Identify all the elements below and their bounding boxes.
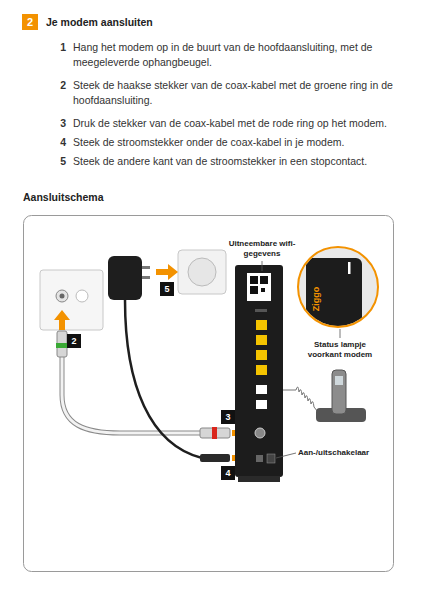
brand-logo: Ziggo [311,279,321,319]
subheading: Aansluitschema [23,190,223,204]
callout-label: Status lampje voorkant modem [298,340,382,360]
step-text: Steek de andere kant van de stroomstekke… [73,154,395,169]
phone-cord [283,387,318,412]
section-title: Je modem aansluiten [46,15,386,29]
step-number: 2 [27,16,33,28]
step-badge: 2 [22,14,38,30]
lan-port [256,335,267,345]
status-lamp [348,262,351,274]
arrow [156,264,178,280]
tel-port [256,385,267,394]
callout-number: 5 [160,282,174,296]
step-text: Hang het modem op in de buurt van de hoo… [73,40,395,70]
power-cable [125,300,202,458]
step-number: 1 [54,40,66,55]
power-socket [178,250,226,294]
callout-number: 2 [67,334,81,348]
phone-handset [332,370,346,414]
power-adapter [108,256,142,300]
power-switch [267,454,275,463]
callout-number: 3 [221,410,235,424]
step-number: 3 [54,116,66,131]
lan-port [256,365,267,375]
step-text: Druk de stekker van de coax-kabel met de… [73,116,395,131]
step-number: 4 [54,135,66,150]
step-number: 2 [54,78,66,93]
power-port [256,455,263,462]
step-number: 5 [54,154,66,169]
step-text: Steek de haakse stekker van de coax-kabe… [73,78,395,108]
lan-port [256,350,267,360]
arrow [54,310,70,330]
callout-number: 4 [221,466,235,480]
callout-label: Uitneembare wifi-gegevens [226,239,298,259]
callout-label: Aan-/uitschakelaar [297,448,370,458]
tel-port [256,400,267,409]
wifi-card [247,273,271,301]
coax-port [255,428,265,438]
modem [235,265,283,477]
step-text: Steek de stroomstekker onder de coax-kab… [73,135,395,150]
wall-outlet [40,270,103,330]
lan-port [256,320,267,330]
red-ring [212,427,217,439]
schema-frame [24,216,394,572]
